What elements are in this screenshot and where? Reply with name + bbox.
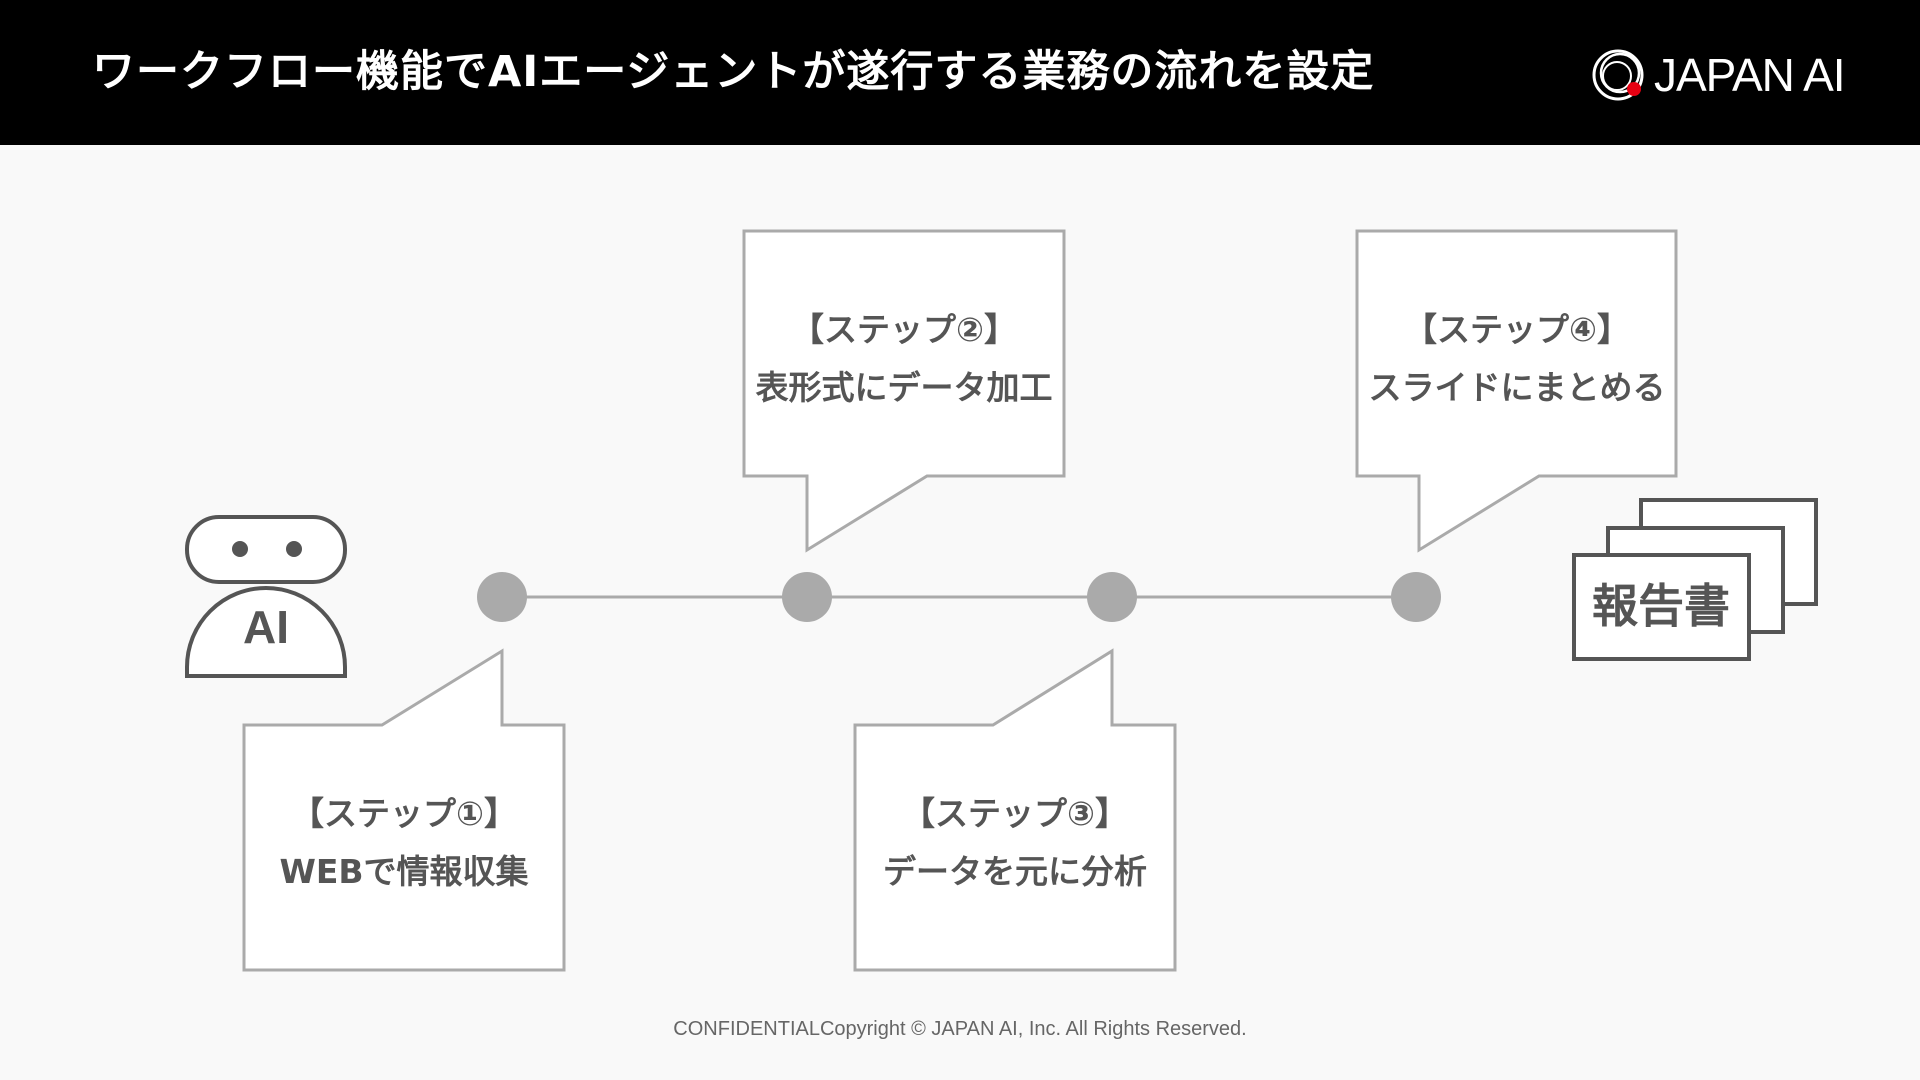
timeline-node-3 (1087, 572, 1137, 622)
logo-text: JAPAN AI (1654, 49, 1846, 101)
timeline-node-1 (477, 572, 527, 622)
step-1-desc: WEBで情報収集 (279, 852, 529, 891)
stacked-documents-icon (1572, 498, 1818, 661)
step-4-title: 【ステップ④】 (1404, 310, 1630, 349)
robot-icon (185, 515, 347, 678)
step-2-callout (742, 229, 1066, 553)
step-2-title: 【ステップ②】 (791, 310, 1017, 349)
step-2-text: 【ステップ②】 表形式にデータ加工 (744, 301, 1064, 417)
step-1-title: 【ステップ①】 (291, 794, 517, 833)
report-label: 報告書 (1592, 579, 1730, 633)
step-3-desc: データを元に分析 (883, 852, 1147, 891)
step-4-text: 【ステップ④】 スライドにまとめる (1357, 301, 1677, 417)
robot-label: AI (243, 601, 289, 653)
step-4-desc: スライドにまとめる (1368, 368, 1666, 407)
step-2-desc: 表形式にデータ加工 (755, 368, 1053, 407)
company-logo: JAPAN AI (1590, 45, 1846, 105)
step-1-callout (242, 648, 566, 972)
japan-ai-ring-logo-icon (1592, 49, 1644, 101)
footer-copyright: CONFIDENTIALCopyright © JAPAN AI, Inc. A… (673, 1018, 1247, 1040)
header-bar: ワークフロー機能でAIエージェントが遂行する業務の流れを設定 JAPAN AI (0, 0, 1920, 145)
timeline-node-2 (782, 572, 832, 622)
step-3-text: 【ステップ③】 データを元に分析 (855, 785, 1175, 901)
step-3-callout (853, 648, 1177, 972)
step-3-title: 【ステップ③】 (902, 794, 1128, 833)
timeline-node-4 (1391, 572, 1441, 622)
step-4-callout (1355, 229, 1678, 553)
step-1-text: 【ステップ①】 WEBで情報収集 (244, 785, 564, 901)
page-title: ワークフロー機能でAIエージェントが遂行する業務の流れを設定 (92, 47, 1375, 97)
